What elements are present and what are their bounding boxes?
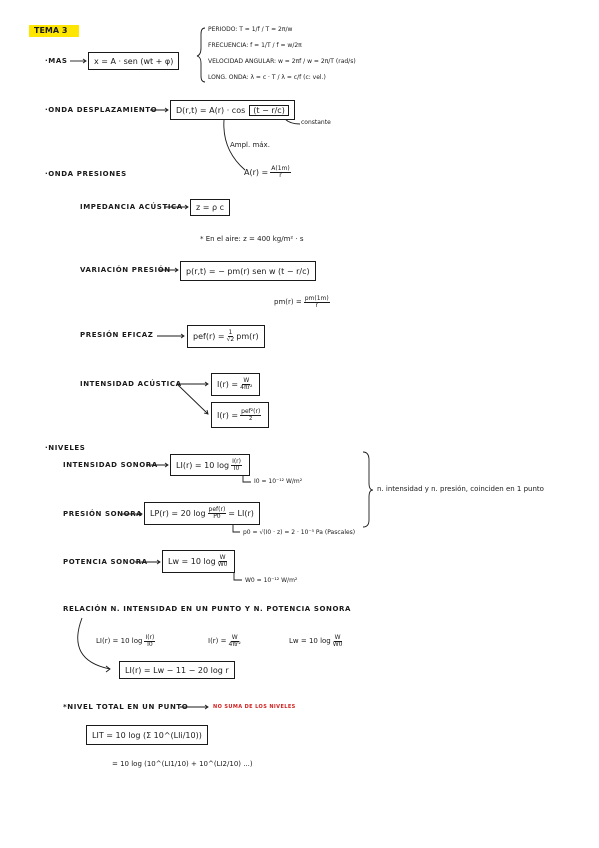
- impedancia-label: IMPEDANCIA ACÚSTICA: [80, 203, 183, 211]
- lp-lhs: LP(r) = 20 log: [150, 509, 206, 518]
- li-fraction: I(r)I0: [231, 457, 242, 472]
- li-num: I(r): [231, 457, 242, 466]
- onda-desp-formula: D(r,t) = A(r) · cos: [176, 105, 246, 115]
- ampl-lhs: A(r) =: [244, 167, 269, 177]
- brace-note: n. intensidad y n. presión, coinciden en…: [377, 485, 544, 493]
- onda-desp-paren: (t − r/c): [249, 104, 289, 116]
- lw-den: W0: [217, 561, 228, 568]
- rel-result-box: LI(r) = Lw − 11 − 20 log r: [119, 661, 235, 679]
- variacion-formula: p(r,t) = − pm(r) sen w (t − r/c): [186, 266, 310, 276]
- rel-a-num: I(r): [144, 634, 156, 642]
- impedancia-formula: z = ρ c: [196, 203, 225, 212]
- rel-a-den: I0: [147, 641, 153, 648]
- i0-note: I0 = 10⁻¹² W/m²: [254, 478, 303, 485]
- eficaz-num: 1: [227, 329, 234, 337]
- int1-num: W: [242, 377, 251, 385]
- li-den: I0: [233, 464, 240, 472]
- intensidad-acustica-label: INTENSIDAD ACÚSTICA: [80, 380, 182, 388]
- ampl-formula: A(r) = A(1m)r: [244, 166, 293, 179]
- rel-b-den: 4πr²: [228, 641, 241, 648]
- eficaz-fraction: 1√2: [227, 330, 235, 343]
- rel-a-lhs: LI(r) = 10 log: [96, 637, 143, 645]
- total-note: NO SUMA DE LOS NIVELES: [213, 704, 296, 710]
- int2-lhs: I(r) =: [217, 410, 239, 420]
- mas-label: ·MAS: [45, 57, 68, 65]
- onda-desp-label: ·ONDA DESPLAZAMIENTO: [45, 106, 158, 114]
- rel-c-den: W0: [332, 641, 343, 648]
- mas-def-frecuencia: FRECUENCIA: f = 1/T / f = w/2π: [208, 42, 302, 49]
- onda-desp-formula-box: D(r,t) = A(r) · cos (t − r/c): [170, 100, 295, 120]
- note-constante: constante: [301, 119, 331, 126]
- lp-fraction: pef(r)P0: [207, 506, 227, 520]
- lp-rhs: = LI(r): [228, 509, 254, 518]
- mas-formula: x = A · sen (wt + φ): [94, 56, 174, 66]
- ampl-fraction: A(1m)r: [270, 165, 291, 179]
- rel-result: LI(r) = Lw − 11 − 20 log r: [125, 665, 229, 675]
- ampl-num: A(1m): [270, 165, 291, 173]
- pm-den: r: [315, 302, 318, 309]
- pm-lhs: pm(r) =: [274, 298, 302, 306]
- lp-den: P0: [213, 513, 221, 520]
- rel-c-lhs: Lw = 10 log: [289, 637, 331, 645]
- rel-c-num: W: [333, 634, 342, 642]
- intensidad-sonora-label: INTENSIDAD SONORA: [63, 461, 158, 469]
- mas-def-periodo: PERIODO: T = 1/f / T = 2π/w: [208, 26, 293, 33]
- eficaz-lhs: pef(r) =: [193, 332, 225, 341]
- page-title: TEMA 3: [34, 26, 68, 35]
- aire-note: * En el aire: z = 400 kg/m² · s: [200, 235, 304, 243]
- variacion-box: p(r,t) = − pm(r) sen w (t − r/c): [180, 261, 316, 281]
- pm-formula: pm(r) = pm(1m)r: [274, 296, 332, 309]
- total-expand: = 10 log (10^(LI1/10) + 10^(LI2/10) ...): [112, 760, 253, 768]
- impedancia-box: z = ρ c: [190, 199, 231, 216]
- variacion-label: VARIACIÓN PRESIÓN: [80, 266, 171, 274]
- rel-a: LI(r) = 10 log I(r)I0: [96, 635, 157, 648]
- niveles-label: ·NIVELES: [45, 444, 86, 452]
- li-lhs: LI(r) = 10 log: [176, 460, 230, 470]
- mas-def-velocidad: VELOCIDAD ANGULAR: w = 2πf / w = 2π/T (r…: [208, 58, 356, 65]
- lp-num: pef(r): [207, 506, 227, 514]
- total-box: LIT = 10 log (Σ 10^(LIi/10)): [86, 725, 208, 745]
- p0-note: p0 = √(I0 · z) = 2 · 10⁻⁵ Pa (Pascales): [243, 529, 356, 536]
- rel-a-fraction: I(r)I0: [144, 634, 156, 648]
- presion-sonora-label: PRESIÓN SONORA: [63, 510, 143, 518]
- ampl-den: r: [279, 172, 282, 179]
- int2-den: z: [249, 414, 253, 422]
- eficaz-rhs: pm(r): [236, 332, 259, 341]
- eficaz-box: pef(r) = 1√2 pm(r): [187, 325, 265, 348]
- eficaz-den: √2: [226, 336, 235, 343]
- mas-formula-box: x = A · sen (wt + φ): [88, 52, 180, 70]
- eficaz-label: PRESIÓN EFICAZ: [80, 331, 154, 339]
- onda-pres-label: ·ONDA PRESIONES: [45, 170, 127, 178]
- total-formula: LIT = 10 log (Σ 10^(LIi/10)): [92, 730, 202, 740]
- total-label: *NIVEL TOTAL EN UN PUNTO: [63, 703, 189, 711]
- int2-num: pef²(r): [240, 407, 262, 416]
- w0-note: W0 = 10⁻¹² W/m²: [245, 577, 298, 584]
- title-highlight: [29, 25, 79, 37]
- li-box: LI(r) = 10 log I(r)I0: [170, 454, 250, 476]
- int1-den: 4πr²: [240, 384, 253, 391]
- int1-lhs: I(r) =: [217, 380, 239, 389]
- int2-fraction: pef²(r)z: [240, 407, 262, 422]
- pm-fraction: pm(1m)r: [303, 295, 330, 309]
- lp-box: LP(r) = 20 log pef(r)P0 = LI(r): [144, 502, 260, 525]
- intensidad-box-2: I(r) = pef²(r)z: [211, 402, 270, 428]
- note-ampl-max: Ampl. máx.: [230, 141, 270, 149]
- rel-b-lhs: I(r) =: [208, 637, 227, 645]
- rel-b-num: W: [230, 634, 239, 642]
- lw-num: W: [218, 554, 227, 562]
- pm-num: pm(1m): [303, 295, 330, 303]
- potencia-sonora-label: POTENCIA SONORA: [63, 558, 148, 566]
- relacion-label: RELACIÓN N. INTENSIDAD EN UN PUNTO Y N. …: [63, 605, 352, 613]
- mas-def-longonda: LONG. ONDA: λ = c · T / λ = c/f (c: vel.…: [208, 74, 326, 81]
- lw-lhs: Lw = 10 log: [168, 557, 216, 566]
